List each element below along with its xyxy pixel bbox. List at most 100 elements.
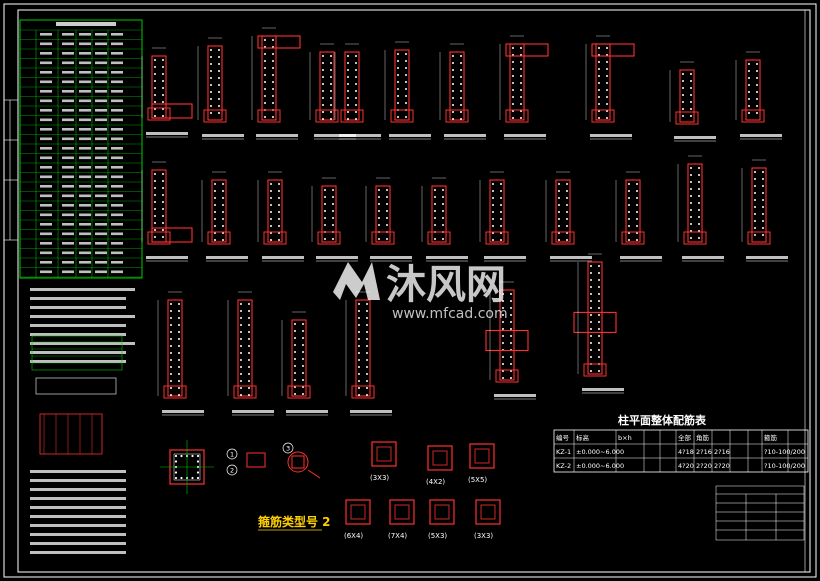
green-table-cell-text [111, 90, 123, 93]
rebar-dot [302, 379, 304, 381]
rebar-dot [558, 190, 560, 192]
rebar-dot [378, 224, 380, 226]
rebar-dot [248, 387, 250, 389]
green-table-cell-text [95, 270, 107, 274]
table-header-cell: b×h [618, 434, 632, 442]
column-section-base [495, 369, 519, 383]
rebar-dot [628, 190, 630, 192]
rebar-dot [264, 88, 266, 90]
rebar-dot [590, 300, 592, 302]
rebar-dot [154, 180, 156, 182]
rebar-dot [210, 77, 212, 79]
column-section-base [747, 231, 771, 245]
rebar-dot [162, 173, 164, 175]
rebar-dot [558, 211, 560, 213]
rebar-dot [520, 89, 522, 91]
rebar-dot [452, 83, 454, 85]
section-caption [620, 256, 662, 259]
stirrup-type-label: (3X3) [370, 474, 389, 482]
rebar-dot [690, 73, 692, 75]
rebar-dot [264, 74, 266, 76]
rebar-dot [502, 300, 504, 302]
note-line [30, 297, 126, 300]
stirrup-outline [371, 441, 397, 467]
rebar-dot [754, 227, 756, 229]
rebar-dot [330, 97, 332, 99]
rebar-dot [690, 174, 692, 176]
rebar-dot [682, 80, 684, 82]
rebar-dot [442, 238, 444, 240]
rebar-dot [178, 345, 180, 347]
rebar-dot [698, 237, 700, 239]
rebar-dot [566, 211, 568, 213]
green-table-cell-text [62, 242, 74, 245]
green-table-cell-text [95, 109, 107, 112]
rebar-dot [748, 98, 750, 100]
rebar-dot [248, 317, 250, 319]
rebar-dot [294, 323, 296, 325]
rebar-dot [748, 105, 750, 107]
rebar-dot [358, 303, 360, 305]
green-table-cell-text [40, 175, 52, 179]
rebar-dot [520, 96, 522, 98]
rebar-dot [598, 47, 600, 49]
rebar-dot [636, 239, 638, 241]
rebar-dot [397, 116, 399, 118]
rebar-dot [606, 96, 608, 98]
note-line [30, 351, 126, 354]
stirrup-type-label: (7X4) [388, 532, 407, 540]
column-section-base [390, 109, 414, 123]
rebar-dot [272, 102, 274, 104]
rebar-dot [492, 225, 494, 227]
rebar-dot [222, 218, 224, 220]
rebar-dot [452, 69, 454, 71]
stirrup-type-label: (6X4) [344, 532, 363, 540]
rebar-dot [442, 203, 444, 205]
green-table-cell-text [62, 137, 74, 141]
table-header-cell: 标高 [576, 433, 590, 442]
sample-rebar-dot [174, 460, 178, 463]
rebar-dot [322, 83, 324, 85]
rebar-dot [756, 105, 758, 107]
rebar-dot [748, 112, 750, 114]
rebar-dot [405, 53, 407, 55]
rebar-dot [598, 265, 600, 267]
rebar-dot [162, 87, 164, 89]
rebar-dot [520, 103, 522, 105]
green-table-cell-text [40, 223, 52, 226]
column-section-base [741, 109, 765, 123]
rebar-dot [178, 338, 180, 340]
rebar-dot [270, 225, 272, 227]
green-table-cell-text [95, 42, 107, 46]
rebar-dot [378, 189, 380, 191]
rebar-dot [210, 56, 212, 58]
rebar-dot [154, 229, 156, 231]
stirrup-type-label: (5X3) [428, 532, 447, 540]
rebar-dot [566, 204, 568, 206]
rebar-dot [332, 217, 334, 219]
column-section-cross [485, 329, 529, 352]
rebar-dot [386, 224, 388, 226]
rebar-dot [606, 61, 608, 63]
rebar-dot [330, 55, 332, 57]
rebar-dot [222, 197, 224, 199]
rebar-dot [270, 197, 272, 199]
column-section-base [371, 231, 395, 245]
column-section-outline [321, 185, 337, 243]
rebar-dot [278, 218, 280, 220]
watermark: 沐风网 www.mfcad.com [333, 262, 508, 322]
column-section-outline [355, 299, 371, 397]
note-line [30, 506, 126, 509]
note-diagram-box [35, 377, 117, 395]
rebar-dot [762, 185, 764, 187]
rebar-dot [366, 387, 368, 389]
green-table-cell-text [79, 166, 91, 169]
section-caption [484, 256, 526, 259]
rebar-dot [756, 84, 758, 86]
green-table-cell-text [40, 52, 52, 55]
green-table-cell-text [40, 204, 52, 207]
green-table-cell-text [62, 261, 74, 264]
rebar-dot [366, 366, 368, 368]
column-section-base [233, 385, 257, 399]
green-table-cell-text [79, 52, 91, 55]
